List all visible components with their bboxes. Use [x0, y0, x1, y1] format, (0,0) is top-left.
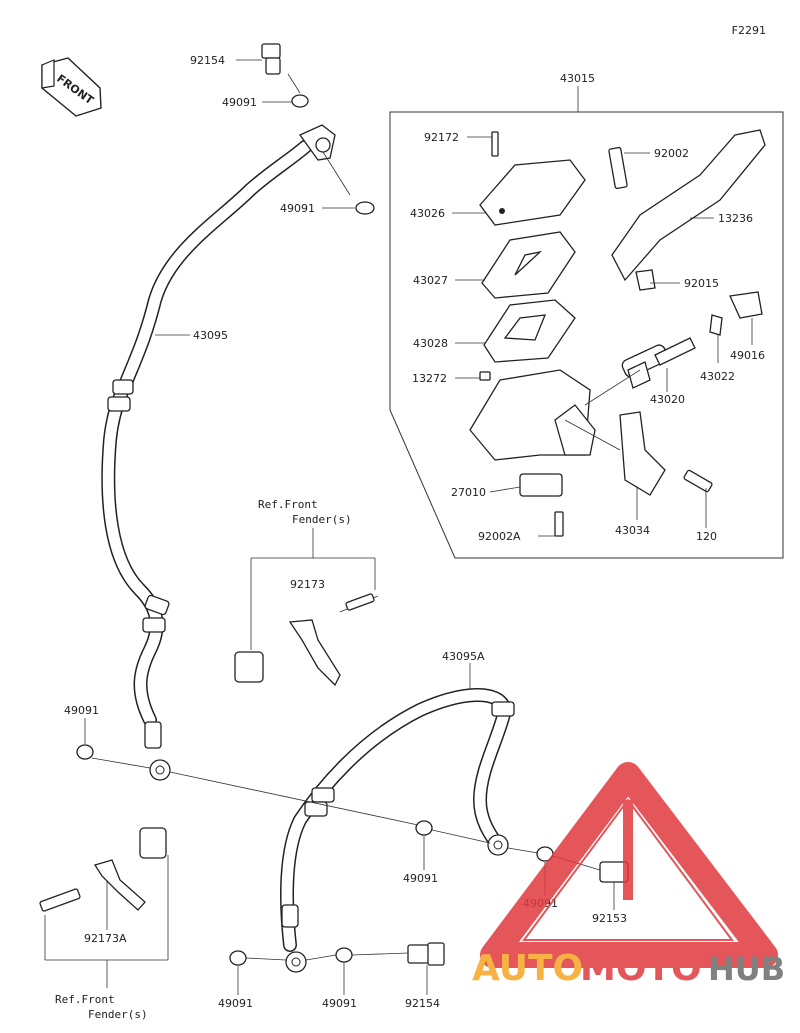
- master-cylinder-parts: [469, 129, 766, 537]
- clamp-92173A: [39, 827, 169, 988]
- part-label: 49091: [64, 704, 99, 717]
- part-label: 49091: [222, 96, 257, 109]
- ref-label: Ref.Front: [55, 993, 115, 1006]
- part-label: 49091: [322, 997, 357, 1010]
- part-label: 43095: [193, 329, 228, 342]
- part-label: 13236: [718, 212, 753, 225]
- diagram-code: F2291: [731, 24, 766, 37]
- part-label: 49016: [730, 349, 765, 362]
- part-label: 49091: [218, 997, 253, 1010]
- master-cylinder-assembly-box: [389, 86, 784, 559]
- brake-hose-43095A: [280, 687, 515, 973]
- part-label: 92154: [190, 54, 225, 67]
- part-label: 92154: [405, 997, 440, 1010]
- brake-hose-43095: [101, 124, 336, 781]
- part-label: 27010: [451, 486, 486, 499]
- part-label: 92173A: [84, 932, 127, 945]
- watermark-hub: HUB: [708, 950, 785, 988]
- part-label: 92002: [654, 147, 689, 160]
- ref-label: Ref.Front: [258, 498, 318, 511]
- part-label: 92153: [592, 912, 627, 925]
- front-arrow-icon: FRONT: [41, 57, 102, 117]
- part-label: 13272: [412, 372, 447, 385]
- part-label: 43020: [650, 393, 685, 406]
- part-label: 92173: [290, 578, 325, 591]
- ref-sub-label: Fender(s): [292, 513, 352, 526]
- watermark-auto: AUTO: [472, 948, 583, 989]
- part-label: 49091: [280, 202, 315, 215]
- banjo-bolt-92154-top: [261, 43, 375, 215]
- part-label: 92172: [424, 131, 459, 144]
- leader-lines: [84, 59, 753, 995]
- watermark-moto: MOTO: [580, 948, 702, 989]
- part-label: 43027: [413, 274, 448, 287]
- part-label: 43028: [413, 337, 448, 350]
- part-label: 120: [696, 530, 717, 543]
- part-label: 43095A: [442, 650, 485, 663]
- clamp-92173: [234, 528, 379, 687]
- part-label: 92002A: [478, 530, 521, 543]
- part-label: 92015: [684, 277, 719, 290]
- part-label: 43022: [700, 370, 735, 383]
- watermark-logo: AUTO MOTO HUB: [472, 762, 785, 989]
- ref-sub-label: Fender(s): [88, 1008, 148, 1021]
- part-label: 43026: [410, 207, 445, 220]
- part-label: 43034: [615, 524, 650, 537]
- part-label: 43015: [560, 72, 595, 85]
- part-label: 49091: [403, 872, 438, 885]
